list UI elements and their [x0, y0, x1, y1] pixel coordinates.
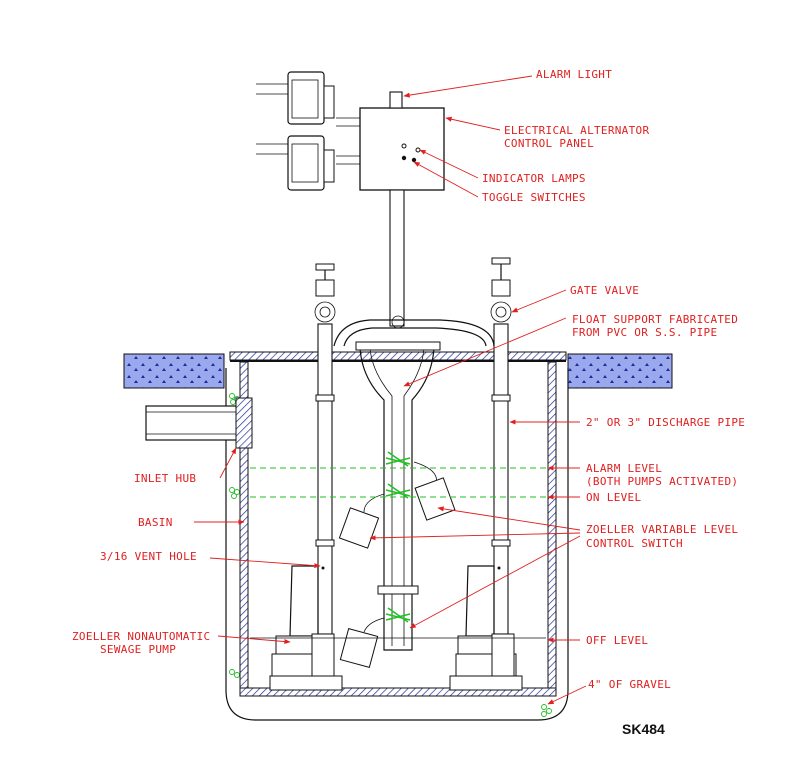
gravel-bed	[225, 368, 569, 721]
gravel-label: 4" OF GRAVEL	[588, 678, 671, 691]
float-support-label-line2: FROM PVC OR S.S. PIPE	[572, 326, 717, 339]
gate-valve-label: GATE VALVE	[570, 284, 639, 297]
ground-surface	[123, 353, 673, 389]
alarm-light-label: ALARM LIGHT	[536, 68, 612, 81]
drawing-code: SK484	[622, 721, 665, 737]
variable-switch-label-line2: CONTROL SWITCH	[586, 537, 683, 550]
alarm-level-label-line2: (BOTH PUMPS ACTIVATED)	[586, 475, 738, 488]
toggle-switch	[401, 155, 407, 161]
toggle-switch	[411, 157, 417, 163]
gate-valve-right	[491, 279, 511, 297]
disconnect-box-upper	[256, 71, 335, 125]
pump-label-line2: SEWAGE PUMP	[100, 643, 176, 656]
off-level-label: OFF LEVEL	[586, 634, 648, 647]
leader-lines	[194, 75, 587, 705]
float-switch-alarm	[413, 461, 456, 521]
right-sewage-pump	[449, 565, 523, 691]
alternator-label-line2: CONTROL PANEL	[504, 137, 594, 150]
basin-wall	[229, 351, 567, 697]
on-level-label: ON LEVEL	[586, 491, 641, 504]
disconnect-box-lower	[256, 135, 335, 191]
alternator-label-line1: ELECTRICAL ALTERNATOR	[504, 124, 649, 137]
float-switch-off	[339, 617, 385, 668]
gate-valve-left	[315, 279, 335, 297]
variable-switch-label-line1: ZOELLER VARIABLE LEVEL	[586, 523, 738, 536]
alarm-level-label-line1: ALARM LEVEL	[586, 462, 662, 475]
left-discharge-pipe	[314, 263, 336, 635]
float-switch-on	[338, 493, 385, 549]
inlet-pipe	[145, 397, 253, 449]
control-panel	[336, 91, 445, 327]
right-discharge-pipe	[490, 257, 512, 635]
basin-label: BASIN	[138, 516, 173, 529]
indicator-lamps-label: INDICATOR LAMPS	[482, 172, 586, 185]
indicator-lamp	[401, 143, 407, 149]
float-support-label-line1: FLOAT SUPPORT FABRICATED	[572, 313, 738, 326]
float-support	[333, 315, 495, 651]
cable-ties	[385, 451, 411, 623]
alarm-light-stem	[389, 91, 403, 109]
pump-label-line1: ZOELLER NONAUTOMATIC	[72, 630, 210, 643]
discharge-pipe-label: 2" OR 3" DISCHARGE PIPE	[586, 416, 745, 429]
toggle-switches-label: TOGGLE SWITCHES	[482, 191, 586, 204]
inlet-hub	[235, 397, 253, 449]
inlet-hub-label: INLET HUB	[134, 472, 196, 485]
vent-hole-label: 3/16 VENT HOLE	[100, 550, 197, 563]
